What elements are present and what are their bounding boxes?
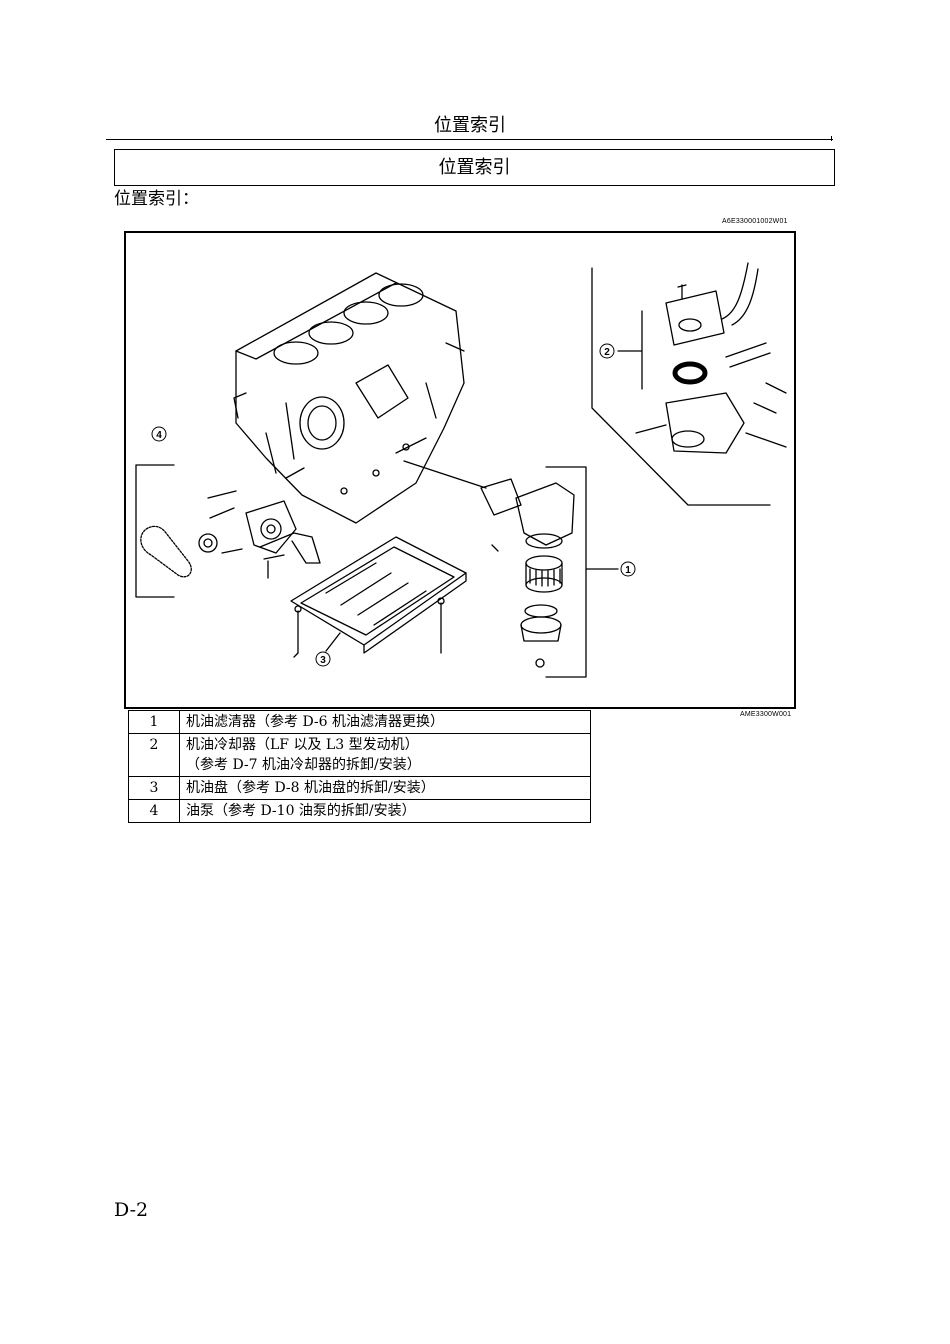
oil-filter-drawing xyxy=(403,460,575,668)
section-title-box: 位置索引 xyxy=(114,149,835,186)
callout-3-label: 3 xyxy=(320,655,326,666)
timing-chain-drawing xyxy=(140,525,192,578)
table-row: 2 机油冷却器（LF 以及 L3 型发动机）（参考 D-7 机油冷却器的拆卸/安… xyxy=(128,733,591,777)
oil-pan-drawing xyxy=(290,536,467,658)
oil-cooler-inset-drawing xyxy=(591,262,787,506)
legend-desc: 油泵（参考 D-10 油泵的拆卸/安装） xyxy=(179,799,591,823)
section-title-text: 位置索引 xyxy=(438,157,511,178)
legend-desc: 机油冷却器（LF 以及 L3 型发动机）（参考 D-7 机油冷却器的拆卸/安装） xyxy=(179,733,591,777)
header-rule-tick xyxy=(831,136,832,141)
callout-4-label: 4 xyxy=(156,430,162,441)
running-header-title: 位置索引 xyxy=(434,115,506,136)
exploded-diagram: 4 2 1 3 xyxy=(124,231,796,709)
page-number: D-2 xyxy=(114,1199,149,1221)
legend-num: 4 xyxy=(128,799,180,823)
legend-table: 1 机油滤清器（参考 D-6 机油滤清器更换） 2 机油冷却器（LF 以及 L3… xyxy=(128,710,591,823)
figure-code-bottom: AME3300W001 xyxy=(740,711,792,718)
legend-desc: 机油滤清器（参考 D-6 机油滤清器更换） xyxy=(179,710,591,734)
callout-brackets xyxy=(135,310,643,678)
callout-2-label: 2 xyxy=(604,347,610,358)
header-rule xyxy=(106,139,833,140)
engine-block-drawing xyxy=(233,272,465,524)
legend-desc: 机油盘（参考 D-8 机油盘的拆卸/安装） xyxy=(179,776,591,800)
figure-code-top: A6E330001002W01 xyxy=(722,218,788,225)
legend-num: 1 xyxy=(128,710,180,734)
callout-1-label: 1 xyxy=(625,565,631,576)
table-row: 4 油泵（参考 D-10 油泵的拆卸/安装） xyxy=(128,799,591,823)
section-label: 位置索引： xyxy=(114,189,199,209)
table-row: 3 机油盘（参考 D-8 机油盘的拆卸/安装） xyxy=(128,776,591,800)
legend-num: 2 xyxy=(128,733,180,777)
table-row: 1 机油滤清器（参考 D-6 机油滤清器更换） xyxy=(128,710,591,734)
oil-pump-drawing xyxy=(198,467,321,579)
callout-circles xyxy=(151,343,636,667)
legend-num: 3 xyxy=(128,776,180,800)
